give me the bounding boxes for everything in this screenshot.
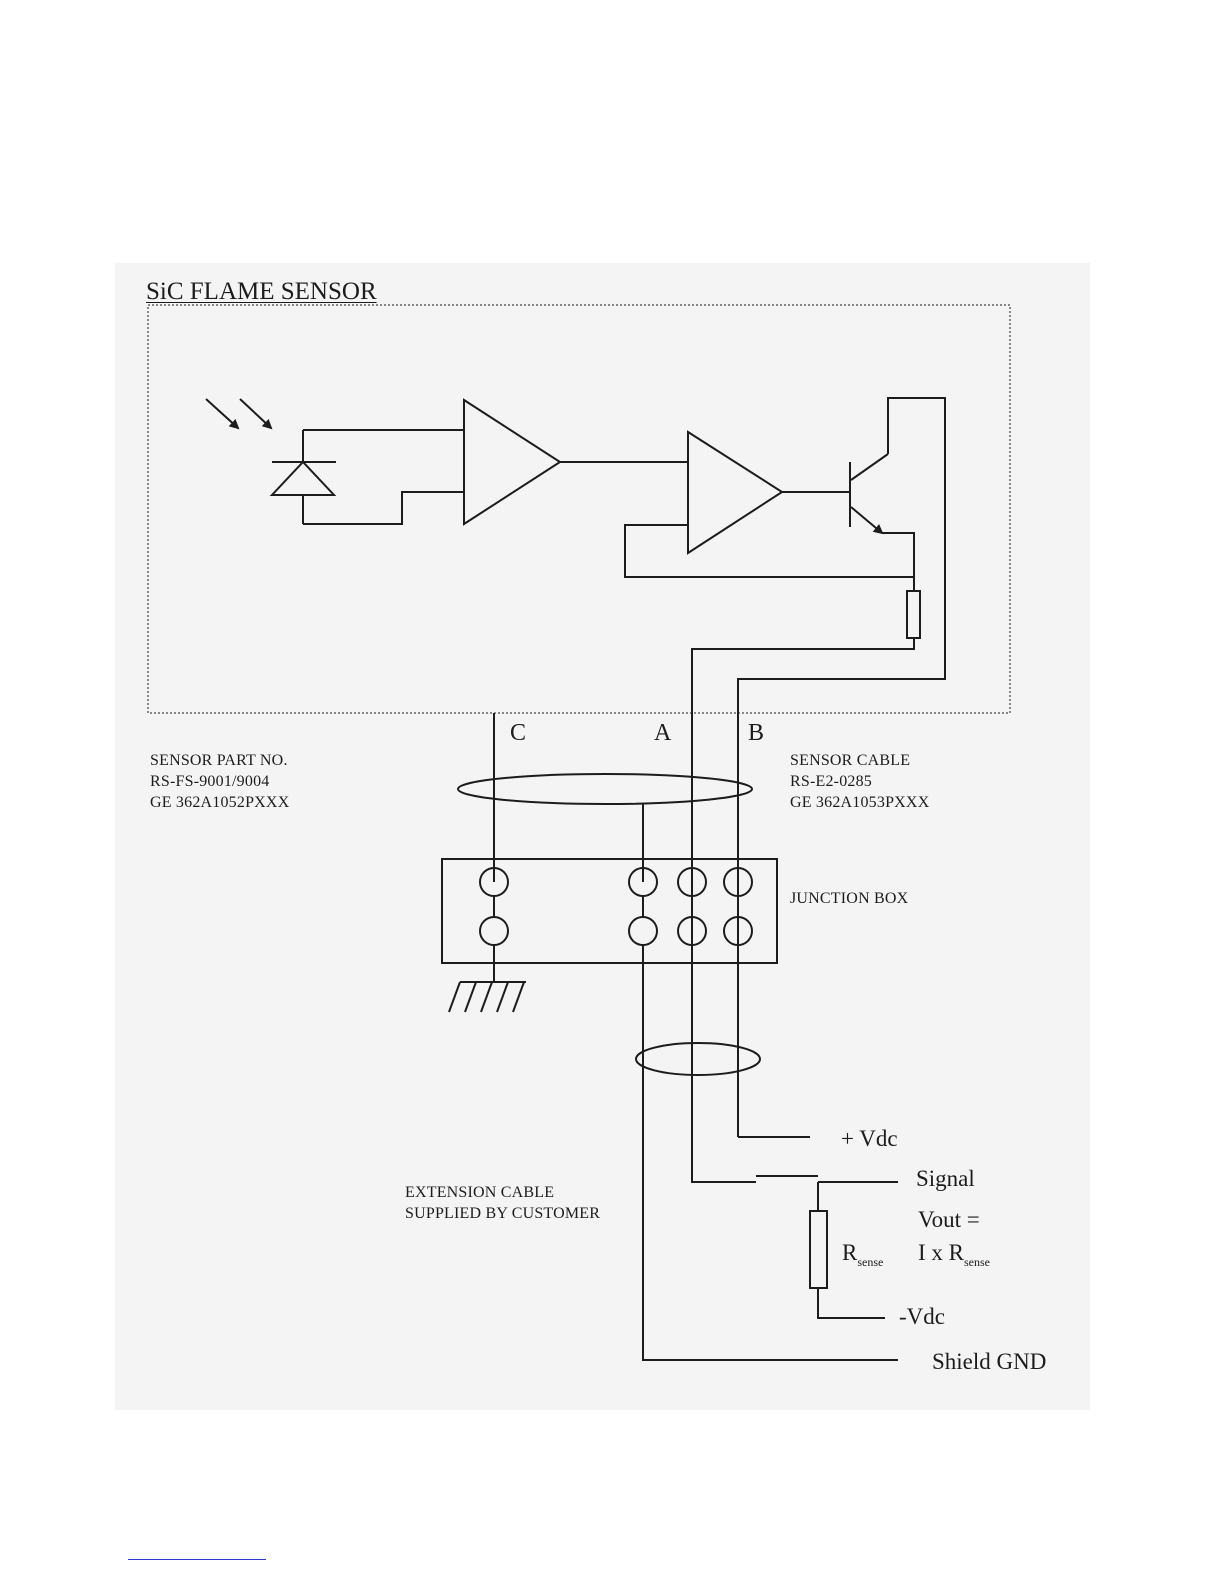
sensor-part-line2: RS-FS-9001/9004 xyxy=(150,771,289,792)
photodiode-icon xyxy=(272,430,336,524)
sensor-cable-line3: GE 362A1053PXXX xyxy=(790,792,929,813)
terminal-icon xyxy=(480,868,752,945)
amplifier-icon xyxy=(464,400,560,524)
vout-formula-text: I x R xyxy=(918,1240,964,1265)
transistor-icon xyxy=(850,454,888,533)
signal-label: Signal xyxy=(916,1166,975,1192)
vout-formula: I x Rsense xyxy=(918,1240,990,1266)
extension-cable-line1: EXTENSION CABLE xyxy=(405,1182,600,1203)
resistor-icon xyxy=(810,1211,827,1288)
extension-cable-bundle xyxy=(636,1043,760,1075)
vout-formula-subscript: sense xyxy=(964,1255,990,1269)
ground-icon xyxy=(449,945,526,1012)
rsense-symbol: R xyxy=(842,1240,857,1265)
sensor-part-number: SENSOR PART NO. RS-FS-9001/9004 GE 362A1… xyxy=(150,750,289,813)
sensor-cable-bundle xyxy=(458,774,752,804)
shield-gnd-label: Shield GND xyxy=(932,1349,1046,1375)
pin-b-label: B xyxy=(748,720,764,748)
pin-a-label: A xyxy=(654,720,671,748)
rsense-label: Rsense xyxy=(842,1240,883,1266)
pin-c-label: C xyxy=(510,720,526,748)
plus-vdc-label: + Vdc xyxy=(841,1126,898,1152)
light-arrows-icon xyxy=(206,399,271,428)
junction-box-label: JUNCTION BOX xyxy=(790,890,908,908)
resistor-icon xyxy=(907,591,920,638)
footer-rule xyxy=(128,1559,266,1560)
amplifier-icon xyxy=(688,432,782,553)
sensor-part-line1: SENSOR PART NO. xyxy=(150,750,289,771)
sensor-cable-line2: RS-E2-0285 xyxy=(790,771,929,792)
sensor-title: SiC FLAME SENSOR xyxy=(146,278,377,307)
rsense-subscript: sense xyxy=(857,1255,883,1269)
sensor-part-line3: GE 362A1052PXXX xyxy=(150,792,289,813)
sensor-enclosure xyxy=(148,305,1010,713)
sensor-cable-info: SENSOR CABLE RS-E2-0285 GE 362A1053PXXX xyxy=(790,750,929,813)
extension-cable-info: EXTENSION CABLE SUPPLIED BY CUSTOMER xyxy=(405,1182,600,1224)
minus-vdc-label: -Vdc xyxy=(899,1304,945,1330)
vout-label: Vout = xyxy=(918,1207,980,1233)
sensor-cable-line1: SENSOR CABLE xyxy=(790,750,929,771)
extension-cable-line2: SUPPLIED BY CUSTOMER xyxy=(405,1203,600,1224)
